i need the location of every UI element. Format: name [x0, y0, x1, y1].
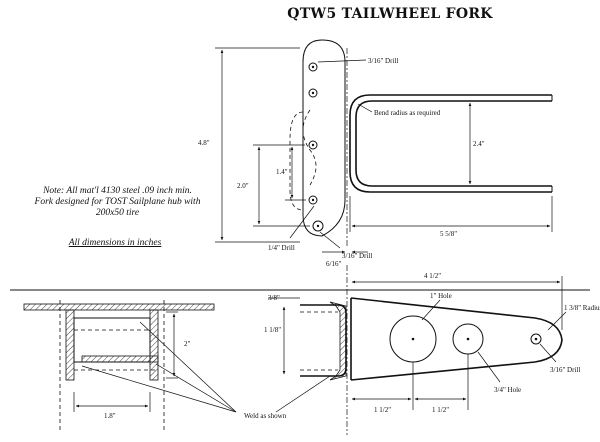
- note-line-2: Fork designed for TOST Sailplane hub wit…: [34, 197, 201, 207]
- label-dim-1-half: 1 1/2": [374, 406, 391, 414]
- note-line-3: 200x50 tire: [95, 208, 140, 218]
- hub-section-view: [23, 300, 331, 432]
- label-drill-316-low: 3/16" Drill: [342, 252, 372, 260]
- label-dim-2-0: 2.0": [237, 182, 249, 190]
- label-dim-6-16: 6/16": [326, 260, 341, 268]
- label-dim-1-4: 1.4": [276, 168, 288, 176]
- drawing-title: QTW5 TAILWHEEL FORK: [287, 6, 493, 22]
- top-dimensions: [215, 47, 553, 254]
- top-plate-view: [289, 39, 348, 248]
- label-radius-1-3-8: 1 3/8" Radius: [564, 304, 600, 312]
- fork-channel-top: [349, 94, 553, 193]
- label-bend-radius: Bend radius as required: [374, 109, 441, 117]
- label-dim-1-half-b: 1 1/2": [432, 406, 449, 414]
- label-dim-2-4: 2.4": [473, 140, 485, 148]
- plate-outline: [302, 39, 346, 237]
- label-hole-3-4: 3/4" Hole: [494, 386, 521, 394]
- label-hole-1: 1" Hole: [430, 292, 452, 300]
- plate-hidden-profile: [289, 111, 304, 211]
- label-drill-316-right: 3/16" Drill: [550, 366, 580, 374]
- dimensions-note: All dimensions in inches: [68, 238, 162, 248]
- note-line-1: Note: All mat'l 4130 steel .09 inch min.: [43, 186, 192, 196]
- label-dim-1-1-8: 1 1/8": [264, 326, 281, 334]
- label-weld-as-shown: Weld as shown: [244, 412, 287, 420]
- label-dim-1-8: 1.8": [104, 412, 116, 420]
- plate-hidden-profile-2: [302, 109, 317, 186]
- label-dim-5-5-8: 5 5/8": [440, 230, 457, 238]
- label-dim-4-8: 4.8": [198, 139, 210, 147]
- side-dimensions: [268, 276, 567, 410]
- label-drill-14: 1/4" Drill: [268, 244, 295, 252]
- material-note: Note: All mat'l 4130 steel .09 inch min.…: [10, 186, 225, 219]
- plate-holes: [308, 62, 324, 232]
- label-drill-316-top: 3/16" Drill: [368, 57, 398, 65]
- label-dim-2: 2": [184, 340, 191, 348]
- label-dim-3-8: 3/8": [268, 294, 280, 302]
- label-dim-4-half: 4 1/2": [424, 272, 441, 280]
